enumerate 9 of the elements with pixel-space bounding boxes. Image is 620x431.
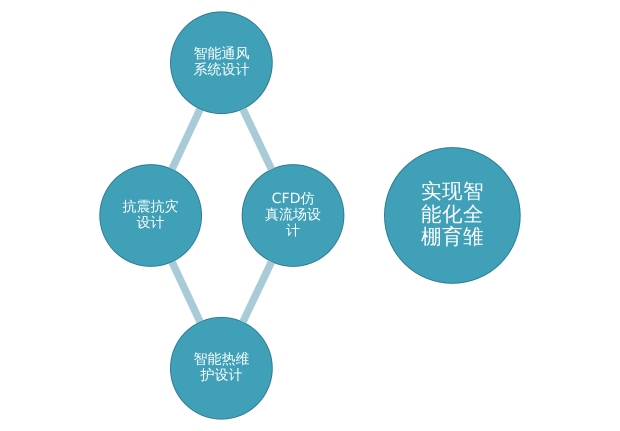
node-circle: 智能通风系统设计 [170, 11, 273, 114]
connector [168, 260, 204, 324]
connector [239, 260, 275, 324]
node-circle: 抗震抗灾设计 [99, 164, 202, 267]
node-circle: 实现智能化全棚育雏 [384, 147, 521, 284]
node-circle: CFD仿真流场设计 [242, 164, 344, 267]
connector [168, 108, 204, 171]
node-circle: 智能热维护设计 [170, 316, 273, 420]
connector [239, 107, 275, 171]
